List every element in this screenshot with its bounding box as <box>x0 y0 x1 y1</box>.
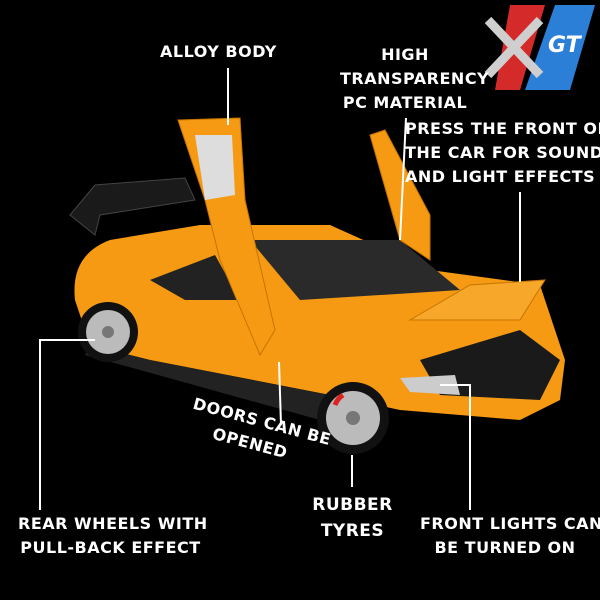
label-line: FRONT LIGHTS CAN <box>420 514 600 533</box>
headlight <box>400 375 460 395</box>
xgt-logo: GT <box>484 5 595 90</box>
label-line: PULL-BACK EFFECT <box>20 538 201 557</box>
label-line: PRESS THE FRONT OF <box>405 119 600 138</box>
pointer-lines <box>39 68 521 510</box>
label-sound-light: PRESS THE FRONT OF THE CAR FOR SOUND AND… <box>405 117 600 189</box>
label-line: TYRES <box>320 521 385 541</box>
label-line: HIGH <box>381 45 429 64</box>
svg-text:GT: GT <box>548 33 583 58</box>
label-line: RUBBER <box>312 495 393 515</box>
label-rear-wheels: REAR WHEELS WITH PULL-BACK EFFECT <box>18 512 208 560</box>
front-wheel <box>317 382 389 454</box>
label-line: REAR WHEELS WITH <box>18 514 208 533</box>
rear-wheel <box>78 302 138 362</box>
front-hood <box>408 279 546 321</box>
label-tyres: RUBBER TYRES <box>310 492 395 544</box>
label-front-lights: FRONT LIGHTS CAN BE TURNED ON <box>420 512 600 560</box>
label-line: PC MATERIAL <box>342 93 468 112</box>
label-line: BE TURNED ON <box>434 538 576 557</box>
label-line: AND LIGHT EFFECTS <box>405 167 596 186</box>
label-alloy-body: ALLOY BODY <box>160 42 277 61</box>
rear-spoiler <box>69 177 196 236</box>
label-pc-material: HIGH TRANSPARENCY PC MATERIAL <box>340 43 490 115</box>
right-door <box>369 129 431 261</box>
label-line: THE CAR FOR SOUND <box>405 143 600 162</box>
label-line: TRANSPARENCY <box>340 69 490 88</box>
